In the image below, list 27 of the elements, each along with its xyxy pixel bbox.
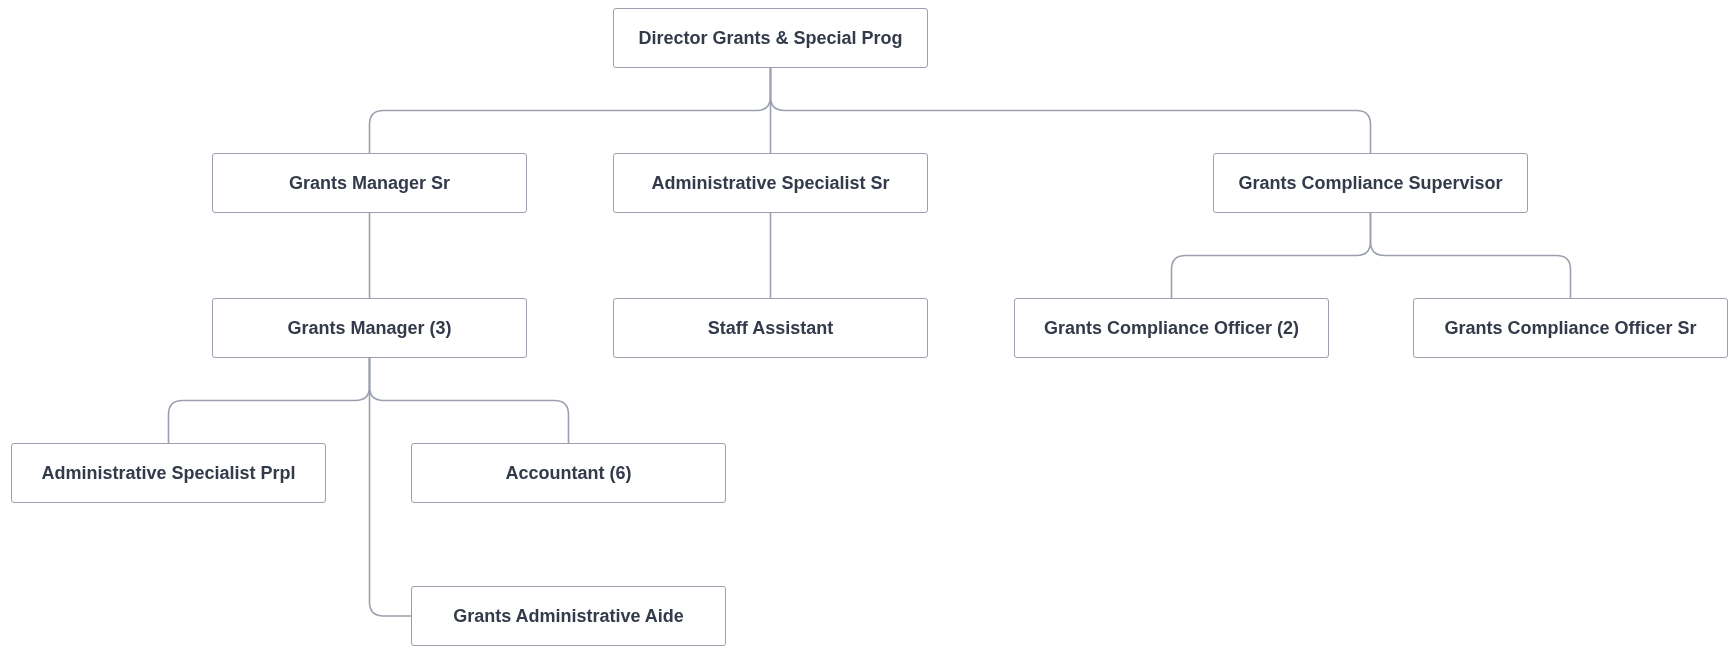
- role-title: Grants Manager Sr: [288, 172, 451, 194]
- role-title: Administrative Specialist Prpl: [41, 462, 296, 484]
- role-title: Grants Compliance Officer (2): [1043, 317, 1300, 339]
- role-box: [613, 298, 928, 358]
- role-box: [11, 443, 326, 503]
- connector-line: [769, 67, 1372, 154]
- role-title: Administrative Specialist Sr: [651, 172, 890, 194]
- connector-line: [1369, 212, 1572, 299]
- role-box: [1014, 298, 1329, 358]
- role-box: [1413, 298, 1728, 358]
- role-title: Grants Compliance Officer Sr: [1444, 317, 1697, 339]
- role-title: Accountant (6): [505, 462, 632, 484]
- role-title: Staff Assistant: [707, 317, 834, 339]
- connector-line: [368, 212, 371, 299]
- role-box: [212, 298, 527, 358]
- role-title: Director Grants & Special Prog: [638, 27, 903, 49]
- role-title: Grants Manager (3): [287, 317, 452, 339]
- role-box: [613, 8, 928, 68]
- role-title: Grants Compliance Supervisor: [1238, 172, 1503, 194]
- connector-line: [769, 212, 772, 299]
- role-box: [411, 443, 726, 503]
- role-box: [1213, 153, 1528, 213]
- role-box: [411, 586, 726, 646]
- role-box: [212, 153, 527, 213]
- role-title: Grants Administrative Aide: [453, 605, 684, 627]
- role-box: [613, 153, 928, 213]
- connector-line: [368, 357, 412, 617]
